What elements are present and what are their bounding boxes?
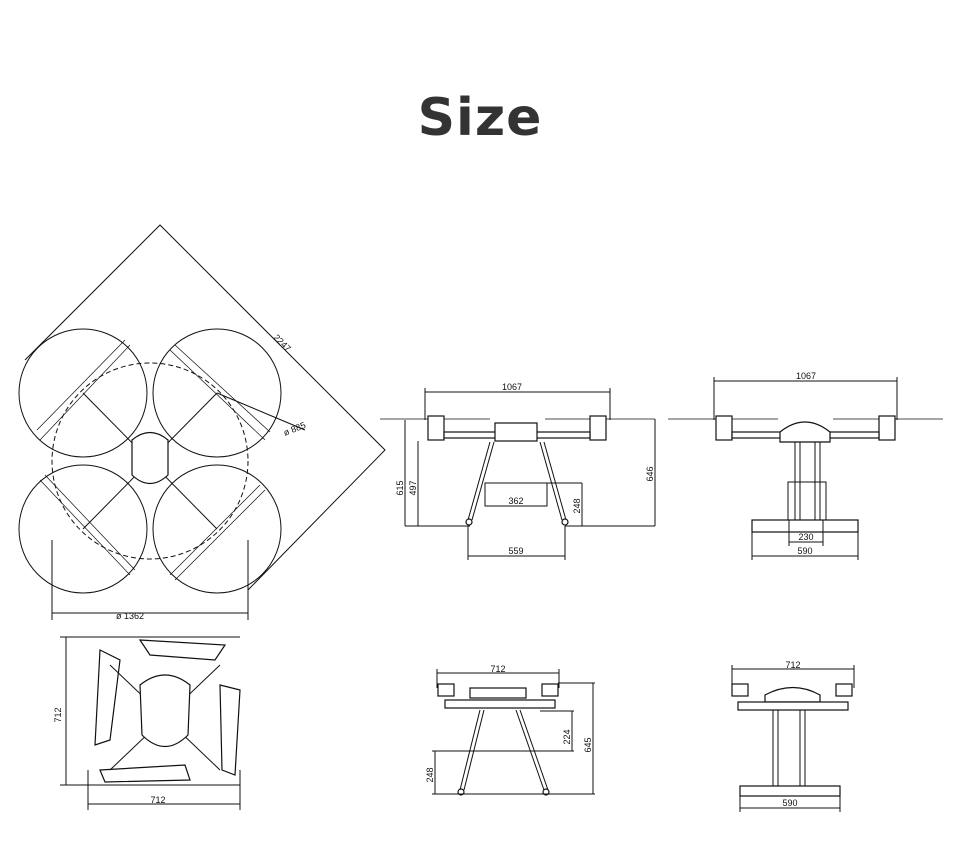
- total-height-label: 645: [583, 737, 593, 752]
- drone-body: [131, 431, 169, 485]
- folded-prop: [99, 764, 191, 783]
- width-label: 712: [490, 664, 505, 674]
- span-diameter-label: ø 1362: [116, 611, 144, 621]
- leg-height-label: 248: [425, 767, 435, 782]
- skid-width-label: 590: [797, 546, 812, 556]
- folded-prop: [94, 649, 121, 746]
- skid: [739, 785, 841, 797]
- leg-height-label: 248: [572, 498, 582, 513]
- skid-width-label: 590: [782, 798, 797, 808]
- leg-span-label: 559: [508, 546, 523, 556]
- width-label: 1067: [502, 382, 522, 392]
- folded-prop: [219, 684, 241, 776]
- folded-side-view-drawing: 712 590: [731, 660, 855, 812]
- top-view-drawing: ø 1362 2247 ø 885: [18, 224, 386, 621]
- diagonal-dimension-line: [24, 224, 386, 591]
- drone-body: [779, 421, 831, 443]
- rotor-circle: [152, 328, 282, 458]
- prop-diameter-label: ø 885: [282, 420, 307, 438]
- diagonal-label: 2247: [272, 332, 293, 353]
- width-label: 712: [150, 795, 165, 805]
- arm-height-label: 497: [408, 480, 418, 495]
- prop-height-label: 646: [645, 466, 655, 481]
- folded-top-view-drawing: 712 712: [53, 636, 241, 810]
- rotor-circle: [18, 464, 148, 594]
- folded-front-view-drawing: 712 224 645 248: [425, 664, 595, 796]
- leg-inner-label: 362: [508, 496, 523, 506]
- skid-inner-label: 230: [798, 532, 813, 542]
- rotor-circle: [152, 464, 282, 594]
- front-view-drawing: 1067 615 497 362 248 646 559: [380, 382, 656, 560]
- total-height-label: 615: [395, 480, 405, 495]
- folded-prop: [138, 639, 227, 661]
- width-label: 712: [785, 660, 800, 670]
- width-label: 1067: [796, 371, 816, 381]
- side-view-drawing: 1067 230 590: [668, 371, 943, 560]
- skid: [751, 519, 859, 533]
- span-circle: [51, 362, 249, 560]
- rotor-circle: [18, 328, 148, 458]
- height-label: 712: [53, 707, 63, 722]
- drone-body: [494, 422, 538, 442]
- drone-body: [139, 674, 191, 748]
- upper-height-label: 224: [562, 729, 572, 744]
- page-title: Size: [417, 88, 543, 148]
